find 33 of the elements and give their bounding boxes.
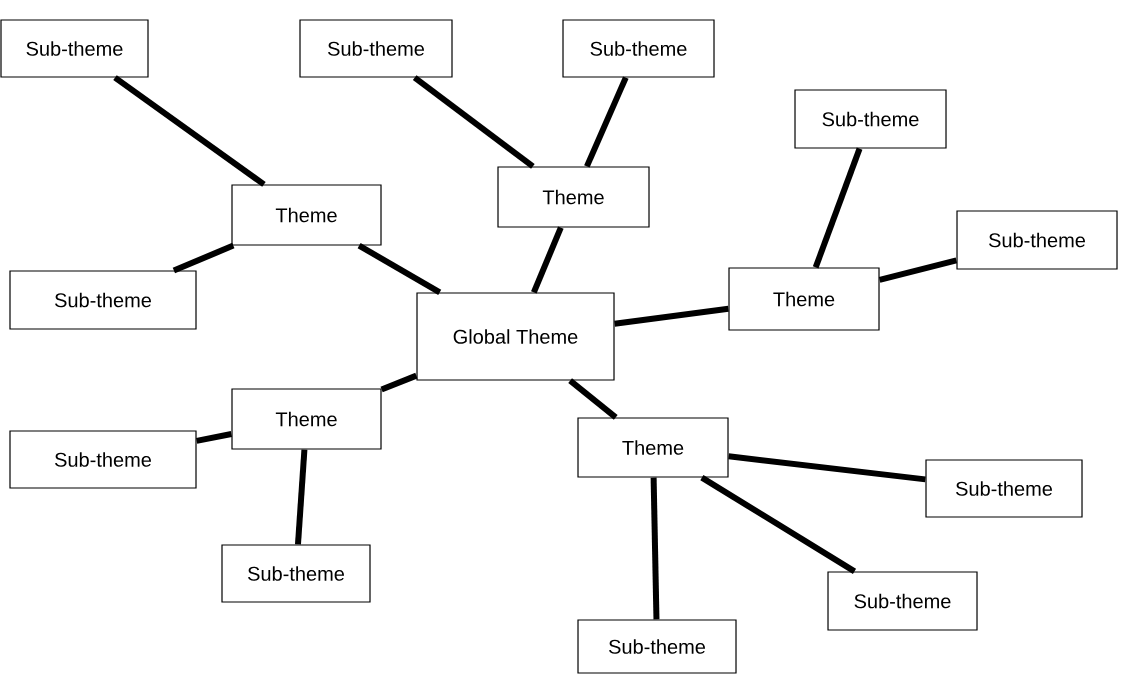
connector-line [357,243,442,295]
topic-box: Sub-theme [221,544,371,603]
connector-line [380,372,418,393]
topic-box: Global Theme [416,292,615,381]
topic-box: Sub-theme [794,89,947,149]
connector-line [295,449,308,545]
connector-line [614,305,729,327]
connector-line [728,453,926,483]
topic-box: Sub-theme [9,430,197,489]
topic-box: Sub-theme [0,19,149,78]
connector-line [812,147,863,269]
connector-line [172,242,235,274]
connector-line [113,75,266,187]
topic-box: Sub-theme [9,270,197,330]
connector-line [650,477,660,620]
topic-box: Theme [728,267,880,331]
connector-line [531,226,564,294]
connector-line [568,378,618,420]
connector-line [584,76,629,168]
topic-box: Sub-theme [956,210,1118,270]
connector-line [878,257,958,283]
connector-line [700,475,857,574]
connector-line [196,431,232,444]
topic-box: Theme [497,166,650,228]
topic-box: Theme [577,417,729,478]
topic-box: Sub-theme [577,619,737,674]
topic-box: Sub-theme [562,19,715,78]
topic-box: Sub-theme [299,19,453,78]
connector-line [412,75,535,169]
topic-box: Theme [231,184,382,246]
topic-box: Sub-theme [925,459,1083,518]
topic-box: Sub-theme [827,571,978,631]
topic-box: Theme [231,388,382,450]
